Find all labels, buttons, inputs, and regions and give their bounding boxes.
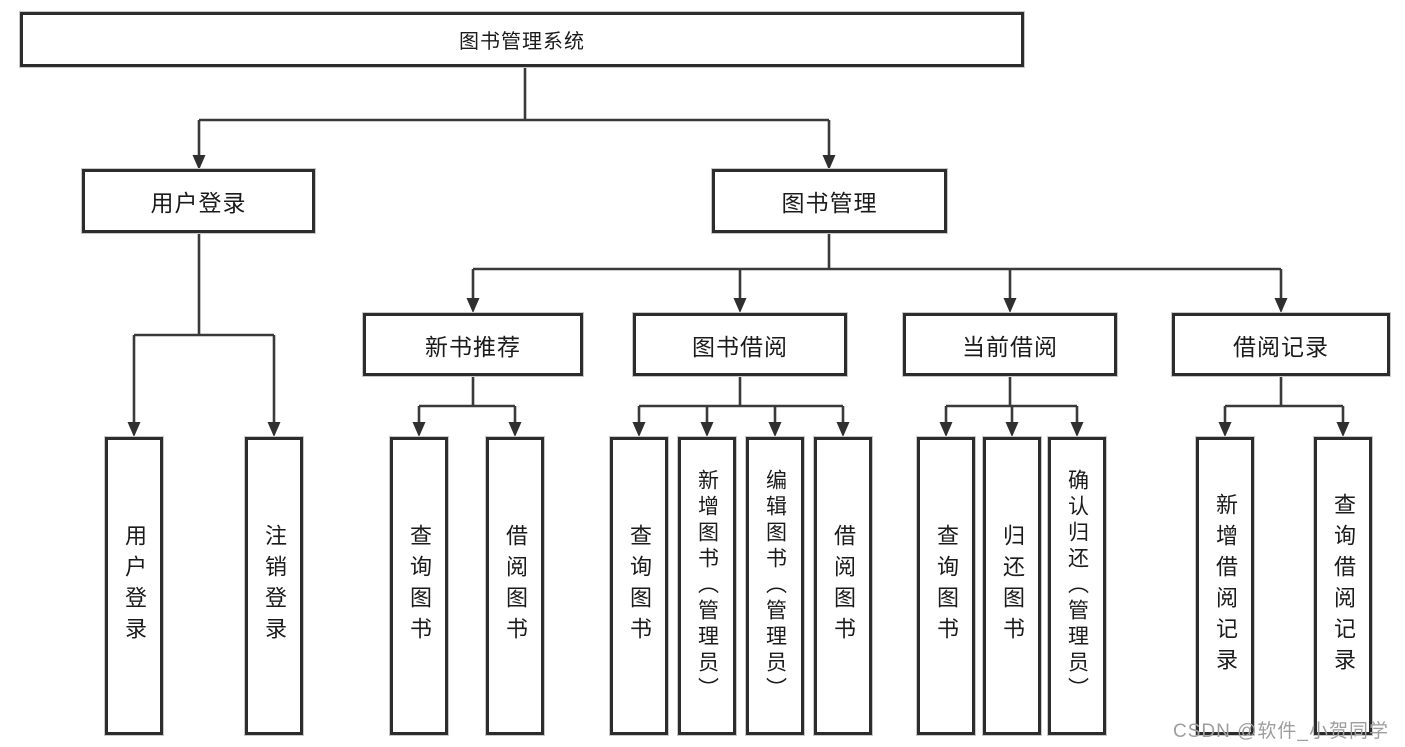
node-root: 图书管理系统 <box>20 12 1024 67</box>
node-new-book-recommend: 新书推荐 <box>363 313 583 376</box>
leaf-borrow-books-recommend: 借阅图书 <box>486 437 544 735</box>
leaf-user-login: 用户登录 <box>105 437 163 735</box>
node-book-borrowing: 图书借阅 <box>633 313 847 376</box>
node-book-management-label: 图书管理 <box>781 190 878 216</box>
leaf-add-books-admin-label: 新增图书（管理员） <box>695 469 719 703</box>
leaf-confirm-return-admin-label: 确认归还（管理员） <box>1065 469 1089 703</box>
leaf-borrow-books-borrowing-label: 借阅图书 <box>831 524 856 648</box>
node-new-book-recommend-label: 新书推荐 <box>425 333 521 360</box>
leaf-query-books-current: 查询图书 <box>917 437 975 735</box>
leaf-borrow-books-recommend-label: 借阅图书 <box>503 524 528 648</box>
leaf-edit-books-admin-label: 编辑图书（管理员） <box>763 469 787 703</box>
leaf-add-books-admin: 新增图书（管理员） <box>678 437 736 735</box>
leaf-return-books-label: 归还图书 <box>1000 524 1025 648</box>
node-current-borrowing: 当前借阅 <box>903 313 1117 376</box>
leaf-logout: 注销登录 <box>245 437 303 735</box>
leaf-query-books-borrowing-label: 查询图书 <box>627 524 652 648</box>
leaf-return-books: 归还图书 <box>983 437 1041 735</box>
node-book-borrowing-label: 图书借阅 <box>692 333 788 360</box>
leaf-query-borrow-record: 查询借阅记录 <box>1314 437 1372 735</box>
node-user-login-label: 用户登录 <box>150 190 247 216</box>
node-current-borrowing-label: 当前借阅 <box>962 333 1058 360</box>
node-user-login: 用户登录 <box>82 169 315 233</box>
leaf-logout-label: 注销登录 <box>262 524 287 648</box>
leaf-add-borrow-record-label: 新增借阅记录 <box>1213 493 1238 679</box>
leaf-confirm-return-admin: 确认归还（管理员） <box>1048 437 1106 735</box>
node-book-management: 图书管理 <box>712 169 947 233</box>
leaf-user-login-label: 用户登录 <box>122 524 147 648</box>
leaf-edit-books-admin: 编辑图书（管理员） <box>746 437 804 735</box>
arrowheads <box>127 155 1350 437</box>
leaf-query-books-recommend-label: 查询图书 <box>407 524 432 648</box>
leaf-add-borrow-record: 新增借阅记录 <box>1196 437 1254 735</box>
leaf-borrow-books-borrowing: 借阅图书 <box>814 437 872 735</box>
csdn-watermark: CSDN @软件_小贺同学 <box>1173 721 1389 742</box>
leaf-query-borrow-record-label: 查询借阅记录 <box>1331 493 1356 679</box>
connector-lines <box>132 67 1345 424</box>
leaf-query-books-borrowing: 查询图书 <box>610 437 668 735</box>
node-borrow-records-label: 借阅记录 <box>1233 333 1329 360</box>
leaf-query-books-current-label: 查询图书 <box>934 524 959 648</box>
leaf-query-books-recommend: 查询图书 <box>390 437 448 735</box>
node-borrow-records: 借阅记录 <box>1172 313 1390 376</box>
node-root-label: 图书管理系统 <box>459 31 585 53</box>
